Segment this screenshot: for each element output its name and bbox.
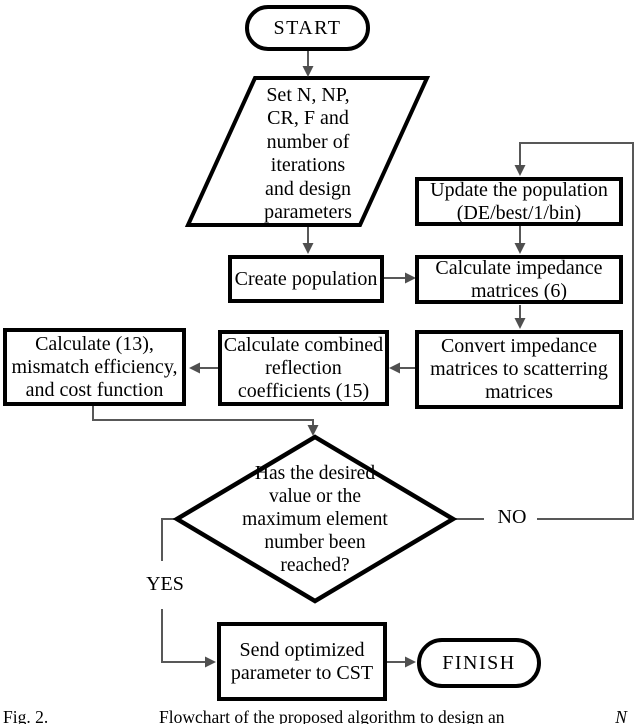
arrowhead-down-icon <box>307 425 319 436</box>
node-set-params-label: Set N, NP, CR, F and number of iteration… <box>264 83 352 224</box>
node-decision-label: Has the desired value or the maximum ele… <box>242 462 388 576</box>
node-finish: FINISH <box>417 638 541 688</box>
diamond-decision <box>172 434 458 604</box>
arrowhead-left-icon <box>389 362 400 374</box>
node-start: START <box>245 5 370 51</box>
node-send-cst: Send optimized parameter to CST <box>217 622 387 701</box>
arrowheads <box>189 66 526 668</box>
arrowhead-down-icon <box>514 318 526 329</box>
edge-yes-sendcst <box>161 609 207 663</box>
arrowhead-down-icon <box>514 243 526 254</box>
node-update-population: Update the population (DE/best/1/bin) <box>415 177 623 226</box>
node-start-label: START <box>273 16 342 39</box>
caption-variable: N <box>615 707 627 724</box>
arrowhead-down-icon <box>302 66 314 77</box>
node-calc-impedance: Calculate impedance matrices (6) <box>415 255 623 304</box>
connector-lines <box>92 50 634 663</box>
node-create-population: Create population <box>228 255 384 303</box>
branch-label-yes: YES <box>140 573 190 596</box>
arrowhead-right-icon <box>405 272 416 284</box>
caption-fig-number: Fig. 2. <box>3 707 49 724</box>
arrowhead-left-icon <box>189 362 200 374</box>
arrowhead-down-icon <box>302 243 314 254</box>
figure-caption: Fig. 2. Flowchart of the proposed algori… <box>0 707 640 724</box>
arrowhead-right-icon <box>205 656 216 668</box>
arrowhead-down-icon <box>514 165 526 176</box>
node-finish-label: FINISH <box>442 651 516 674</box>
parallelogram-set-params <box>184 76 431 227</box>
node-calc-reflection: Calculate combined reflection coefficien… <box>218 330 389 406</box>
arrowhead-right-icon <box>405 656 416 668</box>
edge-decision-yes-segment <box>161 518 177 561</box>
caption-text: Flowchart of the proposed algorithm to d… <box>158 707 505 724</box>
branch-label-no: NO <box>489 506 535 529</box>
edge-no-feedback-loop <box>519 142 634 520</box>
node-convert-impedance: Convert impedance matrices to scatterrin… <box>415 330 623 409</box>
edge-calcmismatch-decision <box>92 404 314 427</box>
node-calc-mismatch: Calculate (13), mismatch efficiency, and… <box>3 328 186 406</box>
